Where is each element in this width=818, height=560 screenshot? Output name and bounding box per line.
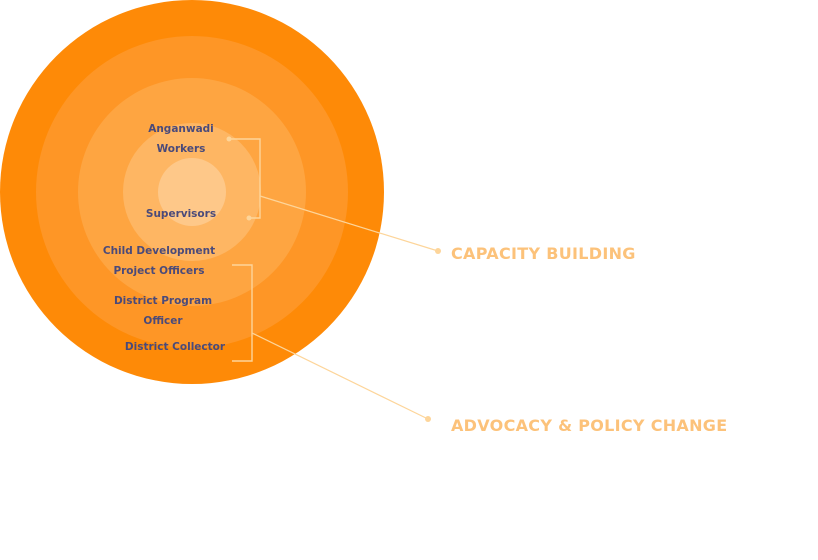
label-anganwadi-workers: Anganwadi Workers [148,123,214,155]
label-district-program-officer: District Program Officer [113,295,213,327]
connector-capacity [259,195,439,252]
bracket-dot-anganwadi [226,136,232,142]
connector-dot-capacity [435,248,441,254]
bracket-dot-supervisors [246,215,252,221]
label-district-collector: District Collector [124,341,226,353]
bracket-advocacy [232,264,253,362]
label-supervisors: Supervisors [145,208,217,220]
connector-dot-advocacy [425,416,431,422]
heading-advocacy-policy: ADVOCACY & POLICY CHANGE [451,416,728,435]
label-cdpo: Child Development Project Officers [102,245,216,277]
connector-advocacy [251,332,429,420]
bracket-capacity [229,138,261,219]
ring-core [158,158,226,226]
heading-capacity-building: CAPACITY BUILDING [451,244,636,263]
